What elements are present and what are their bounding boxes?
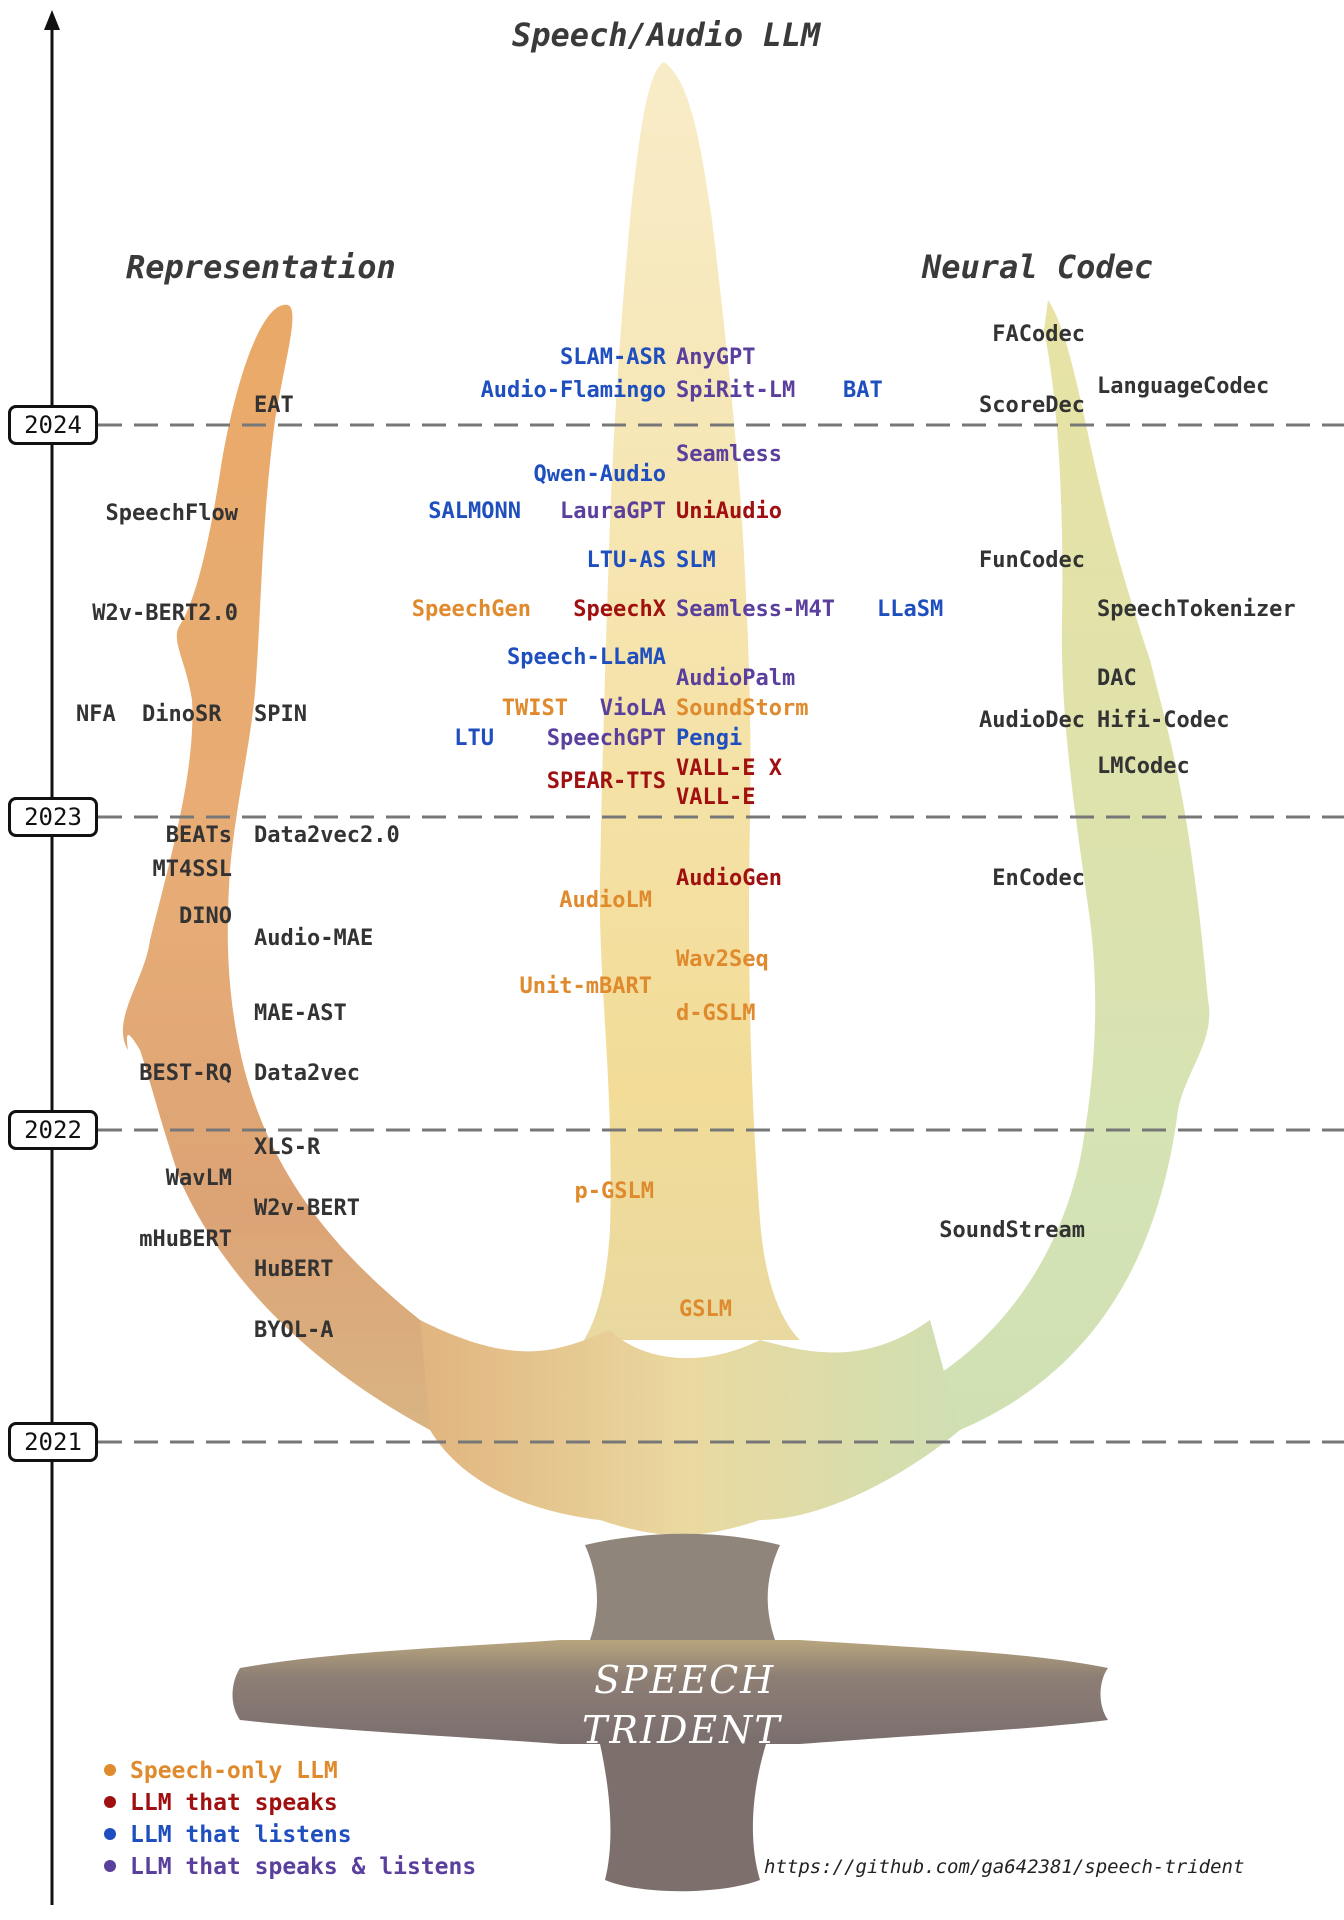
label-facodec: FACodec <box>992 322 1085 347</box>
label-anygpt: AnyGPT <box>676 345 756 370</box>
label-eat: EAT <box>254 393 294 418</box>
label-audio-mae: Audio-MAE <box>254 926 374 951</box>
label-spear-tts: SPEAR-TTS <box>546 769 666 794</box>
label-seamless-m4t: Seamless-M4T <box>676 597 835 622</box>
label-viola: VioLA <box>599 696 666 721</box>
label-speechx: SpeechX <box>573 597 666 622</box>
label-ltu-as: LTU-AS <box>586 548 666 573</box>
label-best-rq: BEST-RQ <box>139 1061 232 1086</box>
label-speech-llama: Speech-LLaMA <box>507 645 666 670</box>
label-nfa: NFA <box>76 702 116 727</box>
label-w2v-bert: W2v-BERT <box>254 1196 360 1221</box>
label-speechtokenizer: SpeechTokenizer <box>1097 597 1296 622</box>
trident-word-speech: SPEECH <box>594 1658 776 1702</box>
label-audiodec: AudioDec <box>979 708 1085 733</box>
label-mt4ssl: MT4SSL <box>152 857 232 882</box>
label-dino: DINO <box>179 904 232 929</box>
heading-representation: Representation <box>126 248 396 286</box>
legend-speaks-listens: LLM that speaks & listens <box>104 1854 476 1880</box>
label-salmonn: SALMONN <box>428 499 521 524</box>
label-byol-a: BYOL-A <box>254 1318 334 1343</box>
label-ltu: LTU <box>454 726 494 751</box>
label-xls-r: XLS-R <box>254 1135 321 1160</box>
legend-listens: LLM that listens <box>104 1822 352 1848</box>
legend-speech-only: Speech-only LLM <box>104 1758 338 1784</box>
heading-speech-audio-llm: Speech/Audio LLM <box>512 16 821 54</box>
label-audio-flamingo: Audio-Flamingo <box>480 378 666 403</box>
label-slm: SLM <box>676 548 716 573</box>
label-uniaudio: UniAudio <box>676 499 782 524</box>
label-mhubert: mHuBERT <box>139 1227 232 1252</box>
source-url: https://github.com/ga642381/speech-tride… <box>764 1856 1245 1878</box>
label-p-gslm: p-GSLM <box>574 1179 654 1204</box>
label-languagecodec: LanguageCodec <box>1097 374 1270 399</box>
legend-dot-speaks <box>104 1795 116 1808</box>
label-soundstorm: SoundStorm <box>676 696 809 721</box>
legend-dot-listens <box>104 1827 116 1840</box>
label-bat: BAT <box>843 378 883 403</box>
label-audiogen: AudioGen <box>676 866 782 891</box>
label-funcodec: FunCodec <box>979 548 1085 573</box>
trident-word-trident: TRIDENT <box>582 1708 782 1752</box>
label-w2v-bert2: W2v-BERT2.0 <box>92 601 238 626</box>
label-hubert: HuBERT <box>254 1257 334 1282</box>
label-speechflow: SpeechFlow <box>105 501 238 526</box>
label-encodec: EnCodec <box>992 866 1085 891</box>
legend-dot-speech-only <box>104 1763 116 1776</box>
year-2021: 2021 <box>8 1422 98 1462</box>
label-beats: BEATs <box>165 823 232 848</box>
label-llasm: LLaSM <box>877 597 944 622</box>
label-data2vec2: Data2vec2.0 <box>254 823 400 848</box>
year-2023: 2023 <box>8 797 98 837</box>
label-soundstream: SoundStream <box>939 1218 1085 1243</box>
label-speechgpt: SpeechGPT <box>546 726 666 751</box>
label-hifi-codec: Hifi-Codec <box>1097 708 1230 733</box>
year-2024: 2024 <box>8 405 98 445</box>
label-dinosr: DinoSR <box>142 702 222 727</box>
label-d-gslm: d-GSLM <box>676 1001 756 1026</box>
label-pengi: Pengi <box>676 726 743 751</box>
label-mae-ast: MAE-AST <box>254 1001 347 1026</box>
label-scoredec: ScoreDec <box>979 393 1085 418</box>
label-speechgen: SpeechGen <box>411 597 531 622</box>
label-qwen-audio: Qwen-Audio <box>533 462 666 487</box>
legend-label-listens: LLM that listens <box>130 1822 352 1848</box>
timeline-axis <box>44 10 60 1905</box>
year-2022: 2022 <box>8 1110 98 1150</box>
label-spirit-lm: SpiRit-LM <box>676 378 796 403</box>
label-unit-mbart: Unit-mBART <box>519 974 652 999</box>
label-wavlm: WavLM <box>165 1166 232 1191</box>
label-audiopalm: AudioPalm <box>676 666 796 691</box>
label-data2vec: Data2vec <box>254 1061 360 1086</box>
label-seamless: Seamless <box>676 442 782 467</box>
label-twist: TWIST <box>501 696 568 721</box>
legend-label-speaks: LLM that speaks <box>130 1790 338 1816</box>
legend-label-speech-only: Speech-only LLM <box>130 1758 338 1784</box>
legend-speaks: LLM that speaks <box>104 1790 338 1816</box>
label-gslm: GSLM <box>679 1297 732 1322</box>
label-vall-e: VALL-E <box>676 785 756 810</box>
label-dac: DAC <box>1097 666 1137 691</box>
label-vall-e-x: VALL-E X <box>676 756 782 781</box>
label-spin: SPIN <box>254 702 307 727</box>
label-lauragpt: LauraGPT <box>560 499 666 524</box>
label-wav2seq: Wav2Seq <box>676 947 769 972</box>
label-audiolm: AudioLM <box>559 888 652 913</box>
label-lmcodec: LMCodec <box>1097 754 1190 779</box>
label-slam-asr: SLAM-ASR <box>560 345 666 370</box>
heading-neural-codec: Neural Codec <box>922 248 1154 286</box>
legend-dot-speaks-listens <box>104 1859 116 1872</box>
legend-label-speaks-listens: LLM that speaks & listens <box>130 1854 477 1880</box>
